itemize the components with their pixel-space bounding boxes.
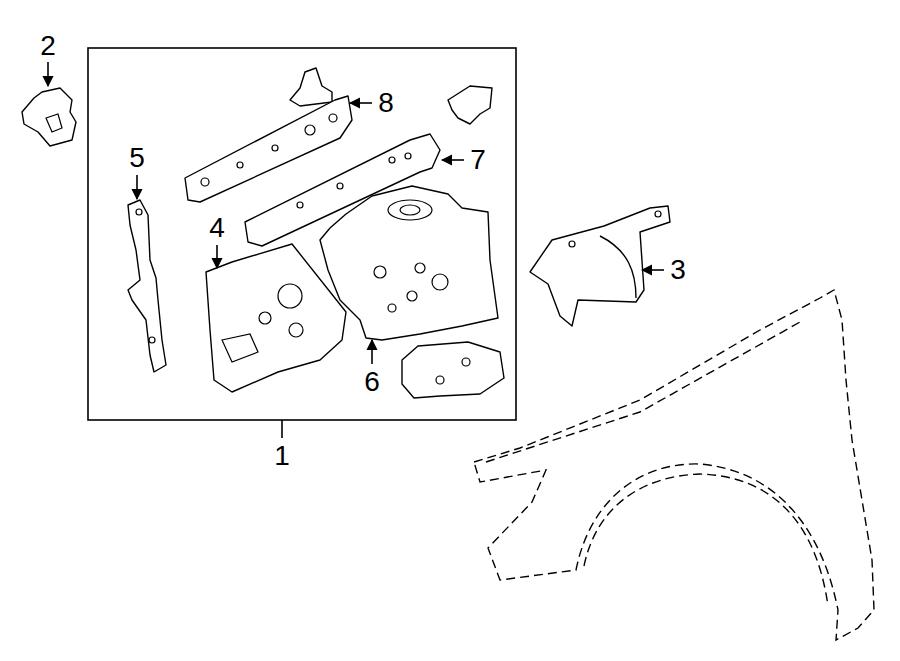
callout-number: 3	[670, 256, 686, 284]
hole	[655, 211, 661, 217]
strut-tower	[320, 186, 498, 340]
hole	[149, 337, 155, 343]
callout-number: 5	[129, 144, 145, 172]
fender-outline	[474, 290, 874, 640]
bracket	[290, 68, 332, 106]
hole	[46, 114, 62, 132]
hole	[462, 358, 470, 366]
hole	[305, 125, 315, 135]
shield-edge	[600, 236, 636, 298]
callout-arrow	[216, 245, 218, 268]
hole	[201, 178, 209, 186]
fender-edge	[486, 322, 800, 462]
hole	[297, 202, 303, 208]
hole	[237, 162, 243, 168]
callout-number: 1	[274, 442, 290, 470]
strut-mount	[388, 200, 432, 220]
hole	[337, 183, 343, 189]
hole	[136, 209, 142, 215]
callout-arrow	[371, 340, 373, 364]
pillar-bracket	[128, 200, 166, 372]
callout-arrow	[136, 175, 138, 199]
bracket	[448, 86, 492, 124]
hole	[415, 263, 425, 273]
callout-arrow	[47, 62, 49, 86]
callout-number: 4	[209, 214, 225, 242]
wheel-arch	[584, 474, 828, 606]
splash-shield	[530, 206, 670, 326]
bracket	[22, 88, 76, 146]
hole	[405, 153, 411, 159]
hole	[388, 304, 396, 312]
hole	[329, 114, 337, 122]
callout-number: 2	[40, 32, 56, 60]
hole	[289, 323, 303, 337]
recess	[222, 334, 258, 362]
group-box	[88, 48, 516, 420]
callout-number: 7	[470, 146, 486, 174]
apron-panel	[206, 244, 346, 392]
hole	[400, 205, 420, 215]
callout-arrow	[642, 269, 664, 271]
hole	[259, 312, 271, 324]
hole	[436, 376, 444, 384]
hole	[374, 266, 386, 278]
leader-line	[281, 420, 283, 438]
callout-arrow	[350, 102, 372, 104]
hole	[407, 291, 417, 301]
hole	[272, 145, 278, 151]
mount-bracket	[402, 342, 504, 398]
callout-arrow	[442, 159, 464, 161]
hole	[278, 284, 302, 308]
callout-number: 6	[364, 368, 380, 396]
hole	[569, 241, 575, 247]
hole	[432, 274, 448, 290]
hole	[389, 157, 395, 163]
callout-number: 8	[378, 89, 394, 117]
